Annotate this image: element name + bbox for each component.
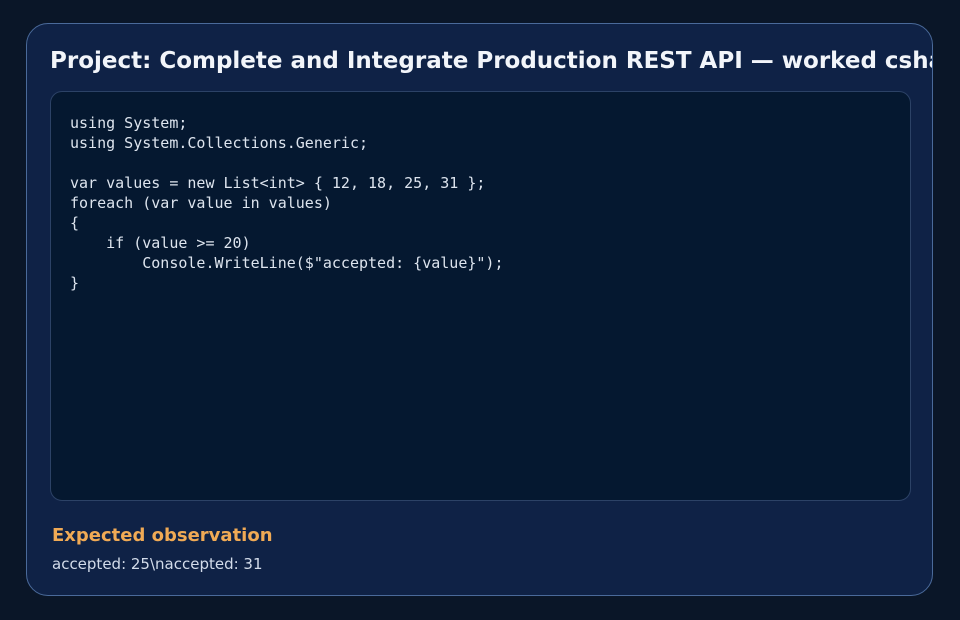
expected-observation-heading: Expected observation xyxy=(52,525,273,546)
example-card: Project: Complete and Integrate Producti… xyxy=(26,23,933,596)
expected-observation-value: accepted: 25\naccepted: 31 xyxy=(52,555,263,573)
code-block: using System; using System.Collections.G… xyxy=(50,91,911,501)
code-text[interactable]: using System; using System.Collections.G… xyxy=(70,114,504,292)
card-title: Project: Complete and Integrate Producti… xyxy=(50,48,932,74)
